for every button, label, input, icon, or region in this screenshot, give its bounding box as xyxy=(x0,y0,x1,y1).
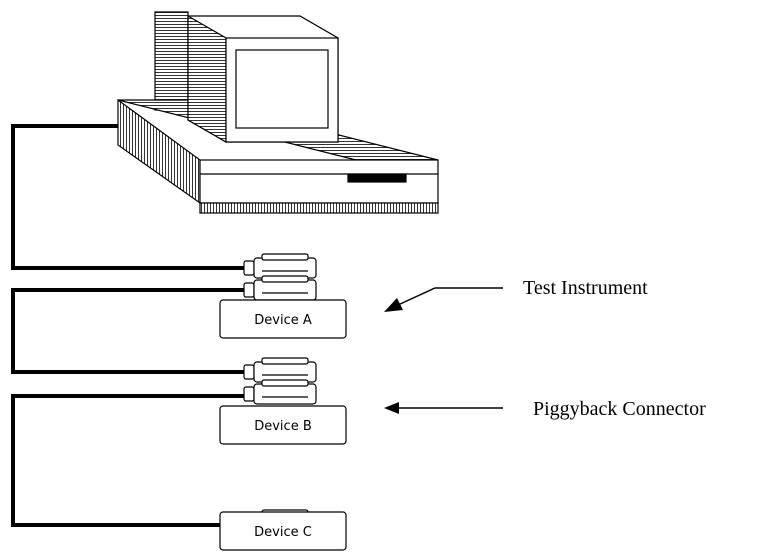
gpib-connector-icon xyxy=(243,275,317,301)
device-a: Device A xyxy=(219,299,347,339)
gpib-connector-icon xyxy=(243,253,317,279)
computer-icon xyxy=(117,11,439,214)
cable-computer-to-a xyxy=(11,124,245,270)
connectors xyxy=(243,253,317,535)
device-b-label: Device B xyxy=(254,419,312,434)
test-instrument-arrow xyxy=(384,287,503,312)
test-instrument-label: Test Instrument xyxy=(523,277,648,299)
cable-a-to-b xyxy=(11,288,245,374)
gpib-connector-icon xyxy=(243,357,317,383)
gpib-connector-icon xyxy=(243,379,317,405)
bus-cables xyxy=(11,124,245,527)
device-c-label: Device C xyxy=(254,525,312,540)
piggyback-connector-arrow xyxy=(384,402,503,414)
device-b: Device B xyxy=(219,405,347,445)
device-a-label: Device A xyxy=(254,313,312,328)
cable-b-to-c xyxy=(11,394,245,527)
device-c: Device C xyxy=(219,511,347,551)
piggyback-connector-label: Piggyback Connector xyxy=(533,398,706,420)
